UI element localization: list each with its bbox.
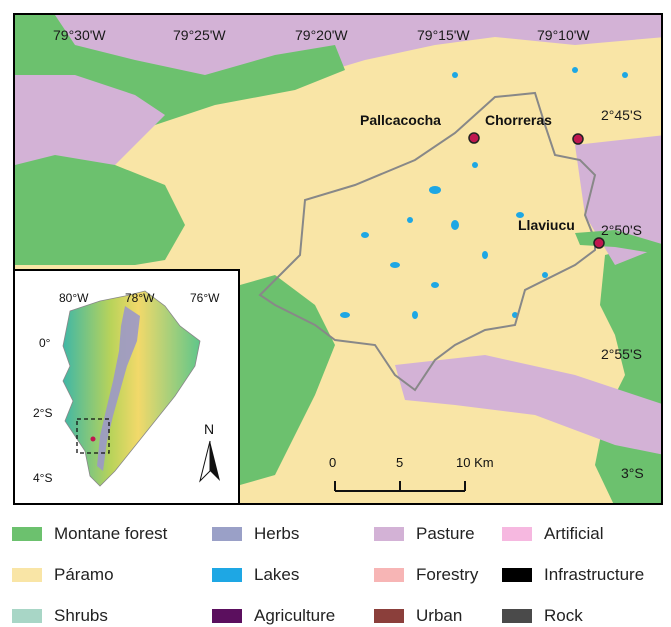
legend-swatch: [374, 609, 404, 623]
inset-lat-3: 4°S: [33, 471, 53, 485]
scale-label-0: 0: [329, 455, 337, 470]
site-marker-llaviucu: [593, 237, 605, 249]
legend-item: Rock: [502, 605, 583, 627]
lon-label-3: 79°20'W: [295, 27, 348, 43]
legend-label: Pasture: [416, 524, 475, 543]
inset-lat-2: 2°S: [33, 406, 53, 420]
site-label-llaviucu: Llaviucu: [518, 217, 575, 233]
land-cover-map: [15, 15, 661, 503]
legend-swatch: [502, 609, 532, 623]
legend-item: Artificial: [502, 523, 604, 545]
legend-label: Agriculture: [254, 606, 336, 625]
lakes-layer: [340, 67, 628, 319]
inset-lon-2: 78°W: [125, 291, 155, 305]
legend-swatch: [12, 568, 42, 582]
lat-label-1: 2°45'S: [601, 107, 642, 123]
inset-lat-1: 0°: [39, 336, 51, 350]
legend-label: Páramo: [54, 565, 114, 584]
forest-region-northwest: [15, 15, 345, 245]
lat-label-2: 2°50'S: [601, 222, 642, 238]
site-marker-chorreras: [572, 133, 584, 145]
site-label-pallcacocha: Pallcacocha: [360, 112, 441, 128]
legend-label: Rock: [544, 606, 583, 625]
legend-label: Lakes: [254, 565, 300, 584]
legend-swatch: [374, 568, 404, 582]
site-marker-pallcacocha: [468, 132, 480, 144]
inset-lon-1: 80°W: [59, 291, 89, 305]
main-map: 79°30'W 79°25'W 79°20'W 79°15'W 79°10'W …: [13, 13, 663, 505]
north-label: N: [204, 421, 215, 437]
llaviucu-valley: [575, 230, 661, 255]
lon-label-5: 79°10'W: [537, 27, 590, 43]
legend-item: Herbs: [212, 523, 299, 545]
site-markers: [468, 132, 605, 249]
legend-swatch: [12, 609, 42, 623]
scale-bar: [334, 481, 466, 492]
ecuador-inset-map: 80°W 78°W 76°W 0° 2°S 4°S N: [15, 269, 240, 503]
legend-swatch: [502, 568, 532, 582]
forest-region-west: [15, 155, 185, 265]
lat-label-4: 3°S: [621, 465, 644, 481]
legend-swatch: [212, 527, 242, 541]
site-label-chorreras: Chorreras: [485, 112, 552, 128]
legend-label: Urban: [416, 606, 463, 625]
north-arrow-icon: [199, 440, 220, 483]
legend-swatch: [12, 527, 42, 541]
legend-item: Forestry: [374, 564, 478, 586]
legend-label: Artificial: [544, 524, 604, 543]
legend-item: Shrubs: [12, 605, 108, 627]
legend-item: Montane forest: [12, 523, 167, 545]
study-area-dot: [90, 436, 96, 442]
forest-region-southwest: [240, 275, 335, 485]
legend-swatch: [212, 568, 242, 582]
legend-item: Lakes: [212, 564, 299, 586]
legend-label: Montane forest: [54, 524, 168, 543]
legend-label: Forestry: [416, 565, 479, 584]
legend-swatch: [212, 609, 242, 623]
inset-lon-3: 76°W: [190, 291, 220, 305]
legend-item: Infrastructure: [502, 564, 644, 586]
pasture-region-south: [395, 355, 661, 455]
lon-label-4: 79°15'W: [417, 27, 470, 43]
scale-label-10km: 10 Km: [456, 455, 494, 470]
legend-item: Páramo: [12, 564, 114, 586]
pasture-region-north: [15, 15, 661, 185]
lat-label-3: 2°55'S: [601, 346, 642, 362]
legend-label: Shrubs: [54, 606, 108, 625]
legend-swatch: [502, 527, 532, 541]
legend-item: Urban: [374, 605, 462, 627]
legend-label: Herbs: [254, 524, 300, 543]
lon-label-1: 79°30'W: [53, 27, 106, 43]
scale-label-5: 5: [396, 455, 404, 470]
study-area-box: [76, 418, 110, 454]
inset-svg: [62, 290, 220, 487]
ecuador-shape: [62, 290, 201, 487]
andes-ridge: [97, 306, 140, 471]
legend-swatch: [374, 527, 404, 541]
legend-item: Pasture: [374, 523, 475, 545]
legend-item: Agriculture: [212, 605, 335, 627]
legend-label: Infrastructure: [544, 565, 645, 584]
lon-label-2: 79°25'W: [173, 27, 226, 43]
